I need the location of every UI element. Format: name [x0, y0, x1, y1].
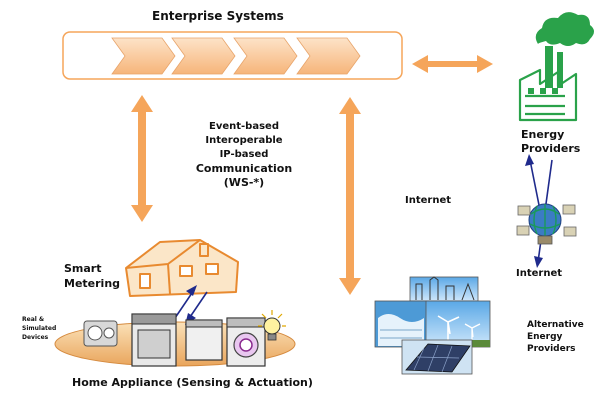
- light-bulb-icon: [258, 310, 286, 341]
- factory-icon: [518, 12, 594, 122]
- devices-label: Real & Simulated Devices: [22, 315, 56, 342]
- devices-line-2: Simulated: [22, 325, 57, 332]
- smart-house-icon: [125, 239, 239, 297]
- process-chevron-2: [171, 37, 236, 75]
- smart-metering-line-1: Smart: [64, 262, 102, 275]
- communication-line-2: Interoperable: [205, 135, 283, 146]
- communication-line-1: Event-based: [209, 121, 279, 132]
- internet-globe-icon: [516, 203, 577, 245]
- internet-label-center: Internet: [405, 195, 452, 206]
- devices-line-3: Devices: [22, 334, 49, 341]
- energy-providers-line-2: Providers: [521, 142, 581, 155]
- alternative-line-2: Energy: [527, 332, 563, 342]
- smart-metering-line-2: Metering: [64, 277, 121, 290]
- meter-device-icon: [83, 320, 118, 347]
- communication-line-5: (WS-*): [223, 176, 265, 189]
- washing-machine-icon: [226, 317, 266, 367]
- communication-line-3: IP-based: [219, 149, 269, 160]
- communication-label: Event-based Interoperable IP-based Commu…: [182, 120, 306, 190]
- alternative-line-1: Alternative: [527, 320, 584, 330]
- enterprise-process-chevrons: [111, 37, 361, 75]
- stove-appliance-icon: [131, 313, 177, 367]
- home-appliance-label: Home Appliance (Sensing & Actuation): [72, 376, 313, 389]
- energy-providers-line-1: Energy: [521, 128, 565, 141]
- arrow-enterprise-home: [131, 95, 153, 222]
- smart-metering-label: Smart Metering: [64, 261, 120, 291]
- dishwasher-appliance-icon: [185, 319, 223, 361]
- communication-line-4: Communication: [195, 162, 293, 175]
- alternative-energy-label: Alternative Energy Providers: [527, 319, 584, 355]
- arrow-enterprise-energy: [412, 55, 493, 73]
- enterprise-systems-title: Enterprise Systems: [152, 9, 284, 23]
- alternative-line-3: Providers: [527, 344, 576, 354]
- energy-providers-label: Energy Providers: [521, 128, 580, 156]
- arrow-enterprise-internet: [339, 97, 361, 295]
- internet-label-right: Internet: [516, 268, 563, 279]
- process-chevron-1: [111, 37, 176, 75]
- devices-line-1: Real &: [22, 316, 45, 323]
- alternative-energy-collage: [374, 276, 491, 375]
- process-chevron-3: [233, 37, 298, 75]
- process-chevron-4: [296, 37, 361, 75]
